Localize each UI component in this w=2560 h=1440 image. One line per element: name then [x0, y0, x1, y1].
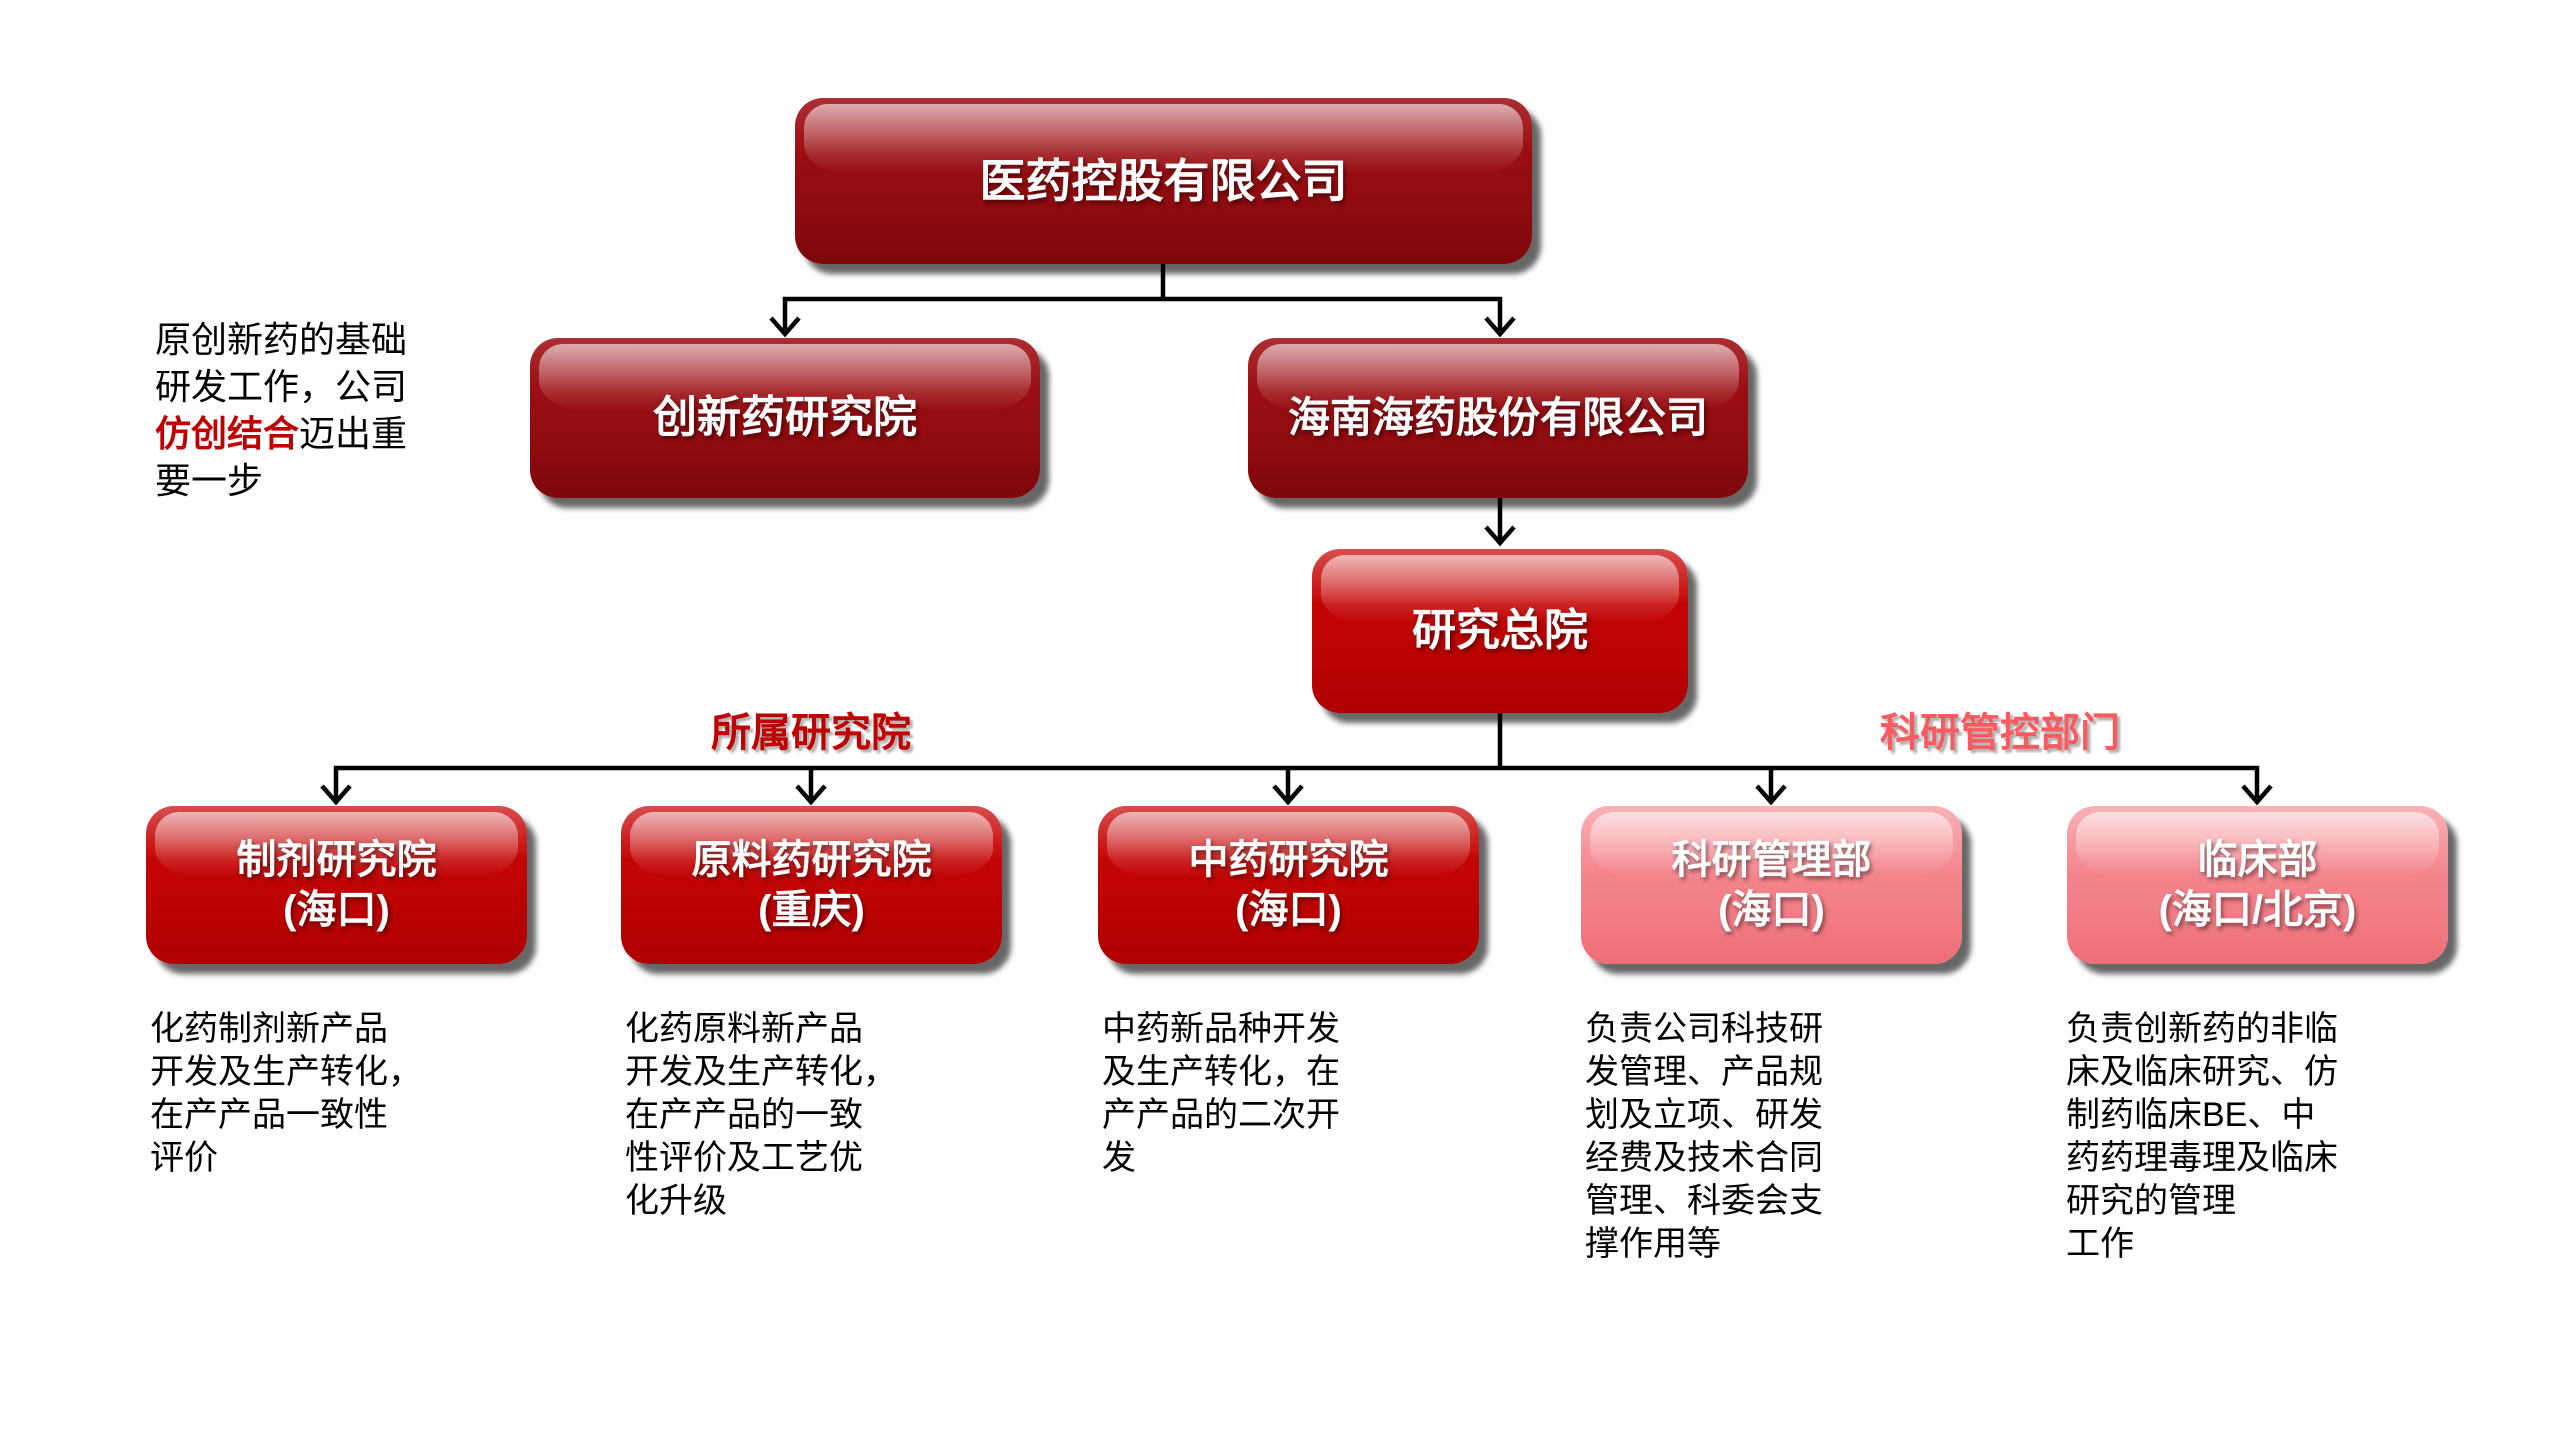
- node-api-institute: 原料药研究院 (重庆): [621, 806, 1002, 964]
- arrowhead-icon: [1484, 525, 1516, 547]
- side-note-suffix: 迈出重 要一步: [155, 413, 408, 501]
- side-note-highlight: 仿创结合: [155, 413, 300, 454]
- arrowhead-icon: [2241, 784, 2273, 806]
- node-api-institute-label: 原料药研究院 (重庆): [691, 838, 932, 932]
- description-research-management-dept: 负责公司科技研 发管理、产品规 划及立项、研发 经费及技术合同 管理、科委会支 …: [1585, 1010, 1823, 1263]
- arrowhead-icon: [1484, 316, 1516, 338]
- connector-hainan-to-hq: [1484, 498, 1516, 547]
- arrowhead-icon: [320, 784, 352, 806]
- node-innovation-institute-label: 创新药研究院: [653, 393, 917, 443]
- node-hainan-haiyao: 海南海药股份有限公司: [1248, 338, 1748, 498]
- node-tcm-institute: 中药研究院 (海口): [1098, 806, 1479, 964]
- node-formulation-institute-label: 制剂研究院 (海口): [236, 838, 437, 932]
- arrowhead-icon: [1755, 784, 1787, 806]
- node-innovation-institute: 创新药研究院: [530, 338, 1040, 498]
- connector-root-branch: [769, 264, 1516, 338]
- node-clinical-dept-label: 临床部 (海口/北京): [2158, 838, 2357, 932]
- arrowhead-icon: [769, 316, 801, 338]
- node-holding-company-label: 医药控股有限公司: [979, 154, 1348, 207]
- description-formulation-institute: 化药制剂新产品 开发及生产转化， 在产产品一致性 评价: [150, 1010, 422, 1177]
- node-formulation-institute: 制剂研究院 (海口): [146, 806, 527, 964]
- node-research-hq-label: 研究总院: [1412, 606, 1588, 656]
- branch-label-institutes: 所属研究院: [711, 711, 911, 755]
- branch-label-management: 科研管控部门: [1880, 711, 2120, 755]
- node-tcm-institute-label: 中药研究院 (海口): [1188, 838, 1389, 932]
- node-research-hq: 研究总院: [1312, 549, 1688, 713]
- arrowhead-icon: [795, 784, 827, 806]
- node-hainan-haiyao-label: 海南海药股份有限公司: [1287, 394, 1708, 442]
- description-clinical-dept: 负责创新药的非临 床及临床研究、仿 制药临床BE、中 药药理毒理及临床 研究的管…: [2066, 1010, 2338, 1263]
- side-note-prefix: 原创新药的基础 研发工作，公司: [155, 319, 408, 407]
- side-note: 原创新药的基础 研发工作，公司 仿创结合迈出重 要一步: [155, 316, 455, 504]
- description-tcm-institute: 中药新品种开发 及生产转化，在 产产品的二次开 发: [1102, 1010, 1340, 1177]
- node-research-management-dept-label: 科研管理部 (海口): [1671, 838, 1872, 932]
- node-research-management-dept: 科研管理部 (海口): [1581, 806, 1962, 964]
- node-clinical-dept: 临床部 (海口/北京): [2067, 806, 2448, 964]
- description-api-institute: 化药原料新产品 开发及生产转化， 在产产品的一致 性评价及工艺优 化升级: [625, 1010, 897, 1220]
- node-holding-company: 医药控股有限公司: [795, 98, 1532, 264]
- arrowhead-icon: [1272, 784, 1304, 806]
